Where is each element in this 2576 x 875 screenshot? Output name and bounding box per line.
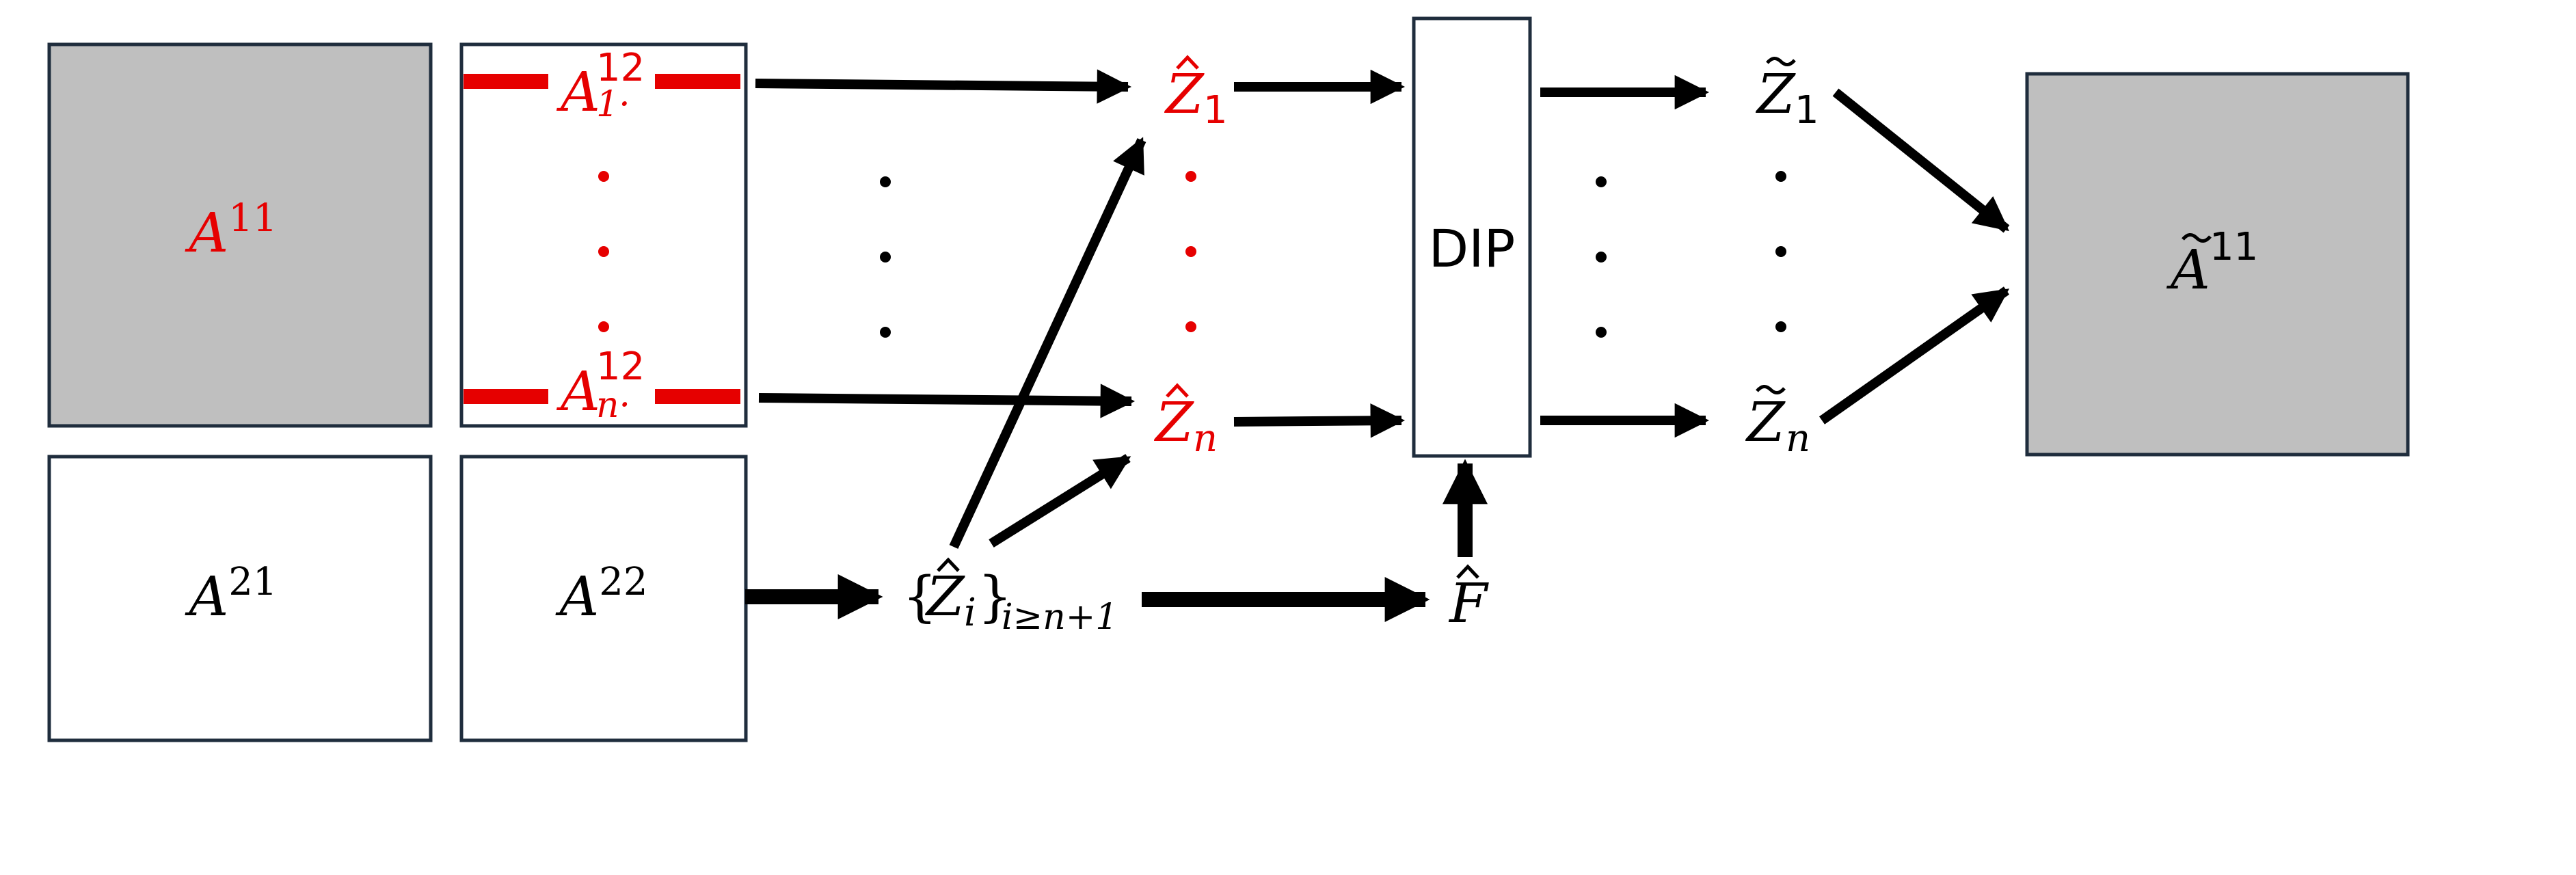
output-block [2025,72,2410,457]
arrow-a12-row1-to-z1 [755,69,1132,104]
svg-text:n: n [1786,416,1810,461]
svg-text:A: A [556,60,600,124]
middle-ellipsis [880,176,891,338]
label-z-tilde-n: Z n [1745,385,1810,461]
svg-text:12: 12 [596,46,645,90]
svg-text:Z: Z [1164,62,1205,126]
svg-text:Z: Z [1755,62,1796,126]
svg-text:A: A [556,360,600,423]
label-z-hat-n: Z n [1153,383,1218,461]
svg-text:1: 1 [1795,88,1819,133]
label-z-hat-1: Z 1 [1164,55,1228,133]
label-a12-row1: A 12 1· [556,46,645,125]
svg-text:Z: Z [1745,390,1786,454]
dip-label: DIP [1429,218,1516,279]
svg-text:1·: 1· [596,84,630,125]
svg-text:12: 12 [596,345,645,389]
label-output: A 11 [2166,225,2258,301]
svg-text:11: 11 [2210,225,2258,269]
svg-text:1: 1 [1203,88,1228,133]
svg-text:n: n [1193,416,1218,461]
svg-text:i: i [964,591,976,635]
svg-text:n·: n· [596,385,630,426]
a12-ellipsis [598,171,609,332]
svg-text:}: } [978,565,1012,628]
svg-text:{: { [902,565,937,628]
block-a11 [47,42,433,428]
arrow-z-tilde-n-to-output [1819,286,2010,425]
block-a12 [459,42,748,428]
svg-text:A: A [2166,238,2210,301]
label-z-tilde-1: Z 1 [1755,57,1819,133]
dip-ellipsis [1596,176,1607,338]
svg-text:Z: Z [924,565,965,628]
z-tilde-ellipsis [1775,171,1786,332]
svg-text:i≥n+1: i≥n+1 [1002,597,1118,638]
label-a22: A22 [554,560,647,628]
z-hat-ellipsis [1185,171,1196,332]
label-z-hat-set: { Z i } i≥n+1 [902,557,1118,638]
dip-box [1412,16,1532,458]
arrow-z-tilde-1-to-output [1832,88,2010,233]
label-a12-rown: A 12 n· [556,345,645,426]
label-a21: A21 [184,560,277,628]
arrow-set-to-zn [989,454,1131,548]
block-a21 [47,455,433,742]
svg-text:Z: Z [1153,390,1194,454]
arrow-a12-rown-to-zn [758,383,1136,418]
label-f-hat: F [1448,564,1489,635]
arrow-zn-to-dip [1233,403,1406,438]
block-a22 [459,455,748,742]
label-a11: A11 [184,196,277,265]
arrow-set-to-z1 [949,137,1146,549]
svg-text:F: F [1448,571,1489,635]
